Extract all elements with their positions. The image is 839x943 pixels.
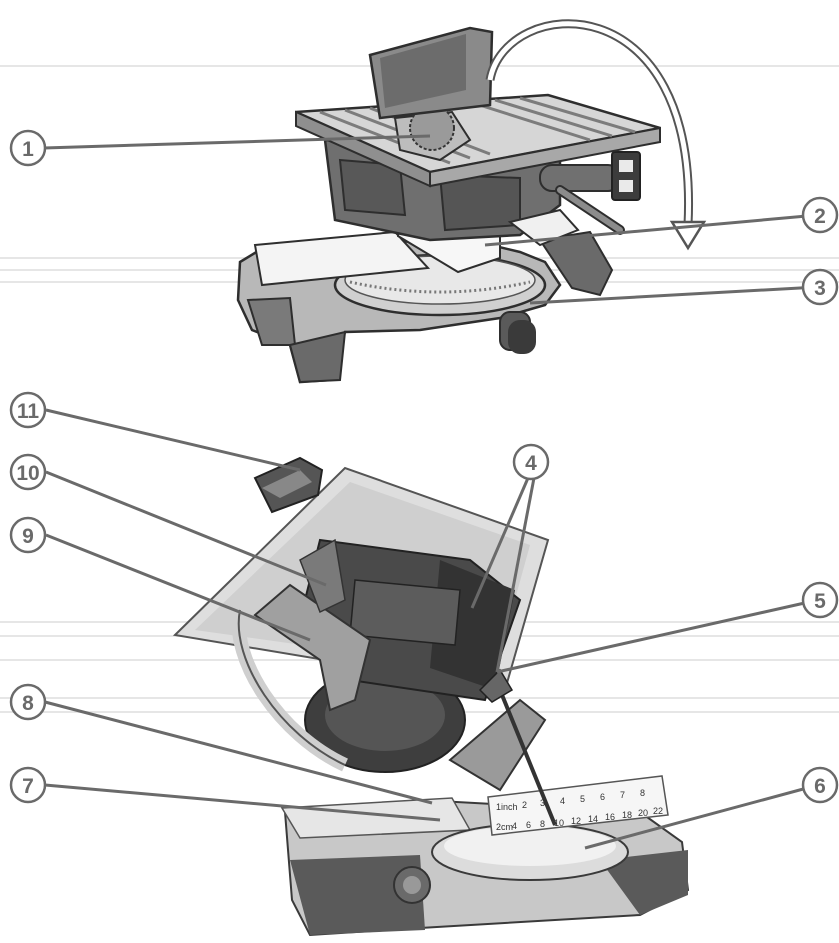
svg-text:4: 4 [560,796,565,806]
svg-text:2: 2 [522,800,527,810]
svg-text:6: 6 [600,792,605,802]
scale-cm-ticks: 4 6 8 10 12 14 16 18 20 22 [512,806,663,831]
svg-text:3: 3 [814,277,826,300]
svg-text:8: 8 [640,788,645,798]
callout-4: 4 [512,443,550,481]
callout-8: 8 [9,683,47,721]
svg-text:10: 10 [554,818,564,828]
svg-text:3: 3 [540,798,545,808]
svg-text:20: 20 [638,808,648,818]
mitre-saw-illustration: 1inch 2 3 4 5 6 7 8 2cm 4 6 8 10 12 14 1… [172,456,690,937]
svg-text:6: 6 [814,775,826,798]
scale-inch-prefix: 1inch [496,802,518,812]
callout-7: 7 [9,766,47,804]
callout-3: 3 [801,268,839,306]
svg-text:2: 2 [814,205,826,228]
callout-10: 10 [9,453,47,491]
svg-text:10: 10 [16,462,39,485]
callout-6: 6 [801,766,839,804]
callout-2: 2 [801,196,839,234]
svg-text:4: 4 [525,452,537,475]
svg-text:4: 4 [512,821,517,831]
svg-text:8: 8 [22,692,34,715]
scale-cm-prefix: 2cm [496,822,513,832]
callout-9: 9 [9,516,47,554]
callout-leader-lines [43,134,819,850]
svg-text:8: 8 [540,819,545,829]
callout-11: 11 [9,391,47,429]
table-saw-illustration [236,19,707,384]
svg-text:9: 9 [22,525,34,548]
svg-text:11: 11 [17,400,40,423]
svg-text:22: 22 [653,806,663,816]
svg-text:5: 5 [814,590,826,613]
svg-text:18: 18 [622,810,632,820]
callout-1: 1 [9,129,47,167]
svg-text:6: 6 [526,820,531,830]
callout-5: 5 [801,581,839,619]
svg-text:16: 16 [605,812,615,822]
svg-text:1: 1 [22,138,34,161]
svg-text:12: 12 [571,816,581,826]
svg-text:7: 7 [22,775,34,798]
scale-inch-ticks: 2 3 4 5 6 7 8 [522,788,645,810]
svg-text:14: 14 [588,814,598,824]
svg-text:5: 5 [580,794,585,804]
svg-text:7: 7 [620,790,625,800]
